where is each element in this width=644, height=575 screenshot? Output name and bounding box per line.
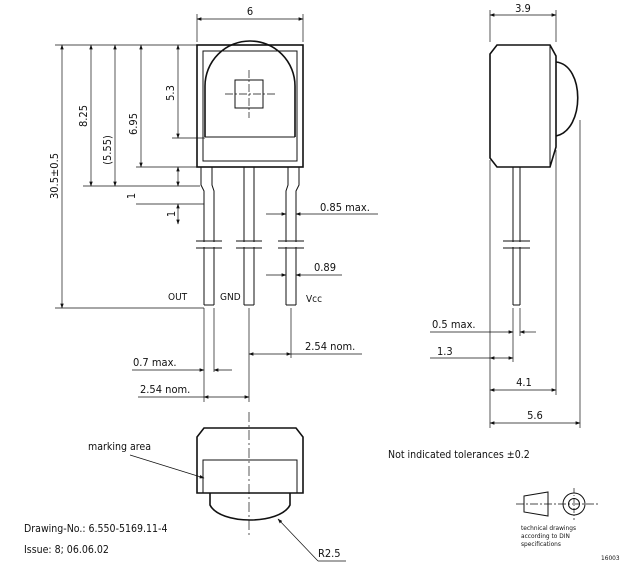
din-note-line2: according to DIN (521, 532, 570, 540)
front-body-outline (196, 44, 304, 168)
label-marking-area: marking area (88, 441, 151, 453)
din-note-line1: technical drawings (521, 524, 576, 532)
dim-lead-thickness-max: 0.7 max. (133, 356, 177, 369)
lead-out-shoulder (200, 167, 215, 305)
pin-label-vcc: Vcc (306, 294, 322, 305)
dim-total-height: 30.5±0.5 (48, 153, 61, 199)
dim-front-width: 6 (247, 5, 253, 18)
dim-body-height: 8.25 (77, 105, 90, 127)
lead-vcc-shoulder (285, 167, 300, 305)
dim-shoulder-a: 1 (125, 193, 138, 199)
top-view-dome (209, 493, 291, 521)
dim-lead-width-max: 0.85 max. (320, 201, 370, 214)
dim-side-lead-max: 0.5 max. (432, 318, 476, 331)
side-view: 3.9 0.5 max. 1.3 4.1 5.6 (430, 2, 581, 428)
top-view-outline (196, 427, 304, 494)
pin-label-out: OUT (168, 292, 188, 303)
drawing-number: Drawing-No.: 6.550-5169.11-4 (24, 523, 167, 535)
side-lens-dome (555, 61, 579, 137)
din-note-line3: specifications (521, 540, 561, 548)
figure-code: 16003 (601, 554, 620, 562)
front-view: OUT GND Vcc 6 30.5±0.5 8.25 (5.55) 6.95 … (48, 5, 378, 402)
dim-lead-start: 6.95 (127, 113, 140, 135)
tolerance-note: Not indicated tolerances ±0.2 (388, 449, 530, 461)
dim-dome-height: 5.3 (164, 85, 177, 101)
dim-shoulder-b: 1 (165, 211, 178, 217)
dim-lens-center: (5.55) (101, 135, 114, 165)
issue-date: Issue: 8; 06.06.02 (24, 544, 109, 556)
marking-area-box (202, 459, 298, 494)
dim-pitch-right: 2.54 nom. (305, 340, 355, 353)
pin-label-gnd: GND (220, 292, 241, 303)
din-projection-symbol: technical drawings according to DIN spec… (516, 488, 600, 548)
dim-lead-thickness: 0.89 (314, 261, 336, 274)
dim-pitch-left: 2.54 nom. (140, 383, 190, 396)
side-body-outline (489, 44, 557, 168)
lead-break-marks (196, 240, 304, 249)
dim-side-lead-offset: 1.3 (437, 345, 453, 358)
dim-side-body-depth: 4.1 (516, 376, 532, 389)
top-view: marking area R2.5 (88, 412, 346, 562)
front-body-inner (202, 50, 298, 162)
dim-side-width: 3.9 (515, 2, 531, 15)
dim-dome-radius: R2.5 (318, 547, 341, 560)
front-lens-dome (204, 40, 296, 137)
dim-side-total-depth: 5.6 (527, 409, 543, 422)
